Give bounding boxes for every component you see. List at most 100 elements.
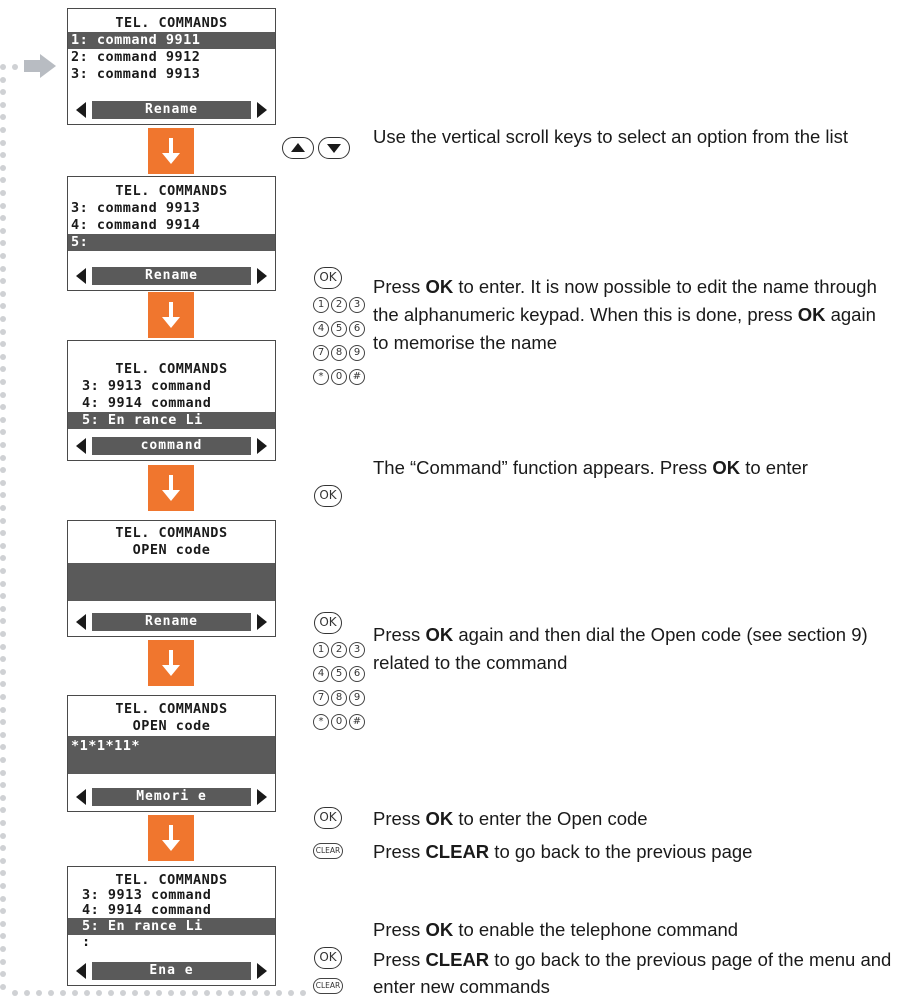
flow-dot	[0, 933, 6, 940]
softkey-right-arrow-icon	[257, 614, 267, 630]
flow-dot	[0, 857, 6, 864]
keypad-key-icon: 3	[349, 297, 365, 313]
flow-dot	[0, 76, 6, 83]
flow-dot	[0, 706, 6, 713]
flow-dot	[0, 454, 6, 461]
lcd-subtitle: OPEN code	[132, 542, 211, 558]
ok-key-icon: OK	[314, 947, 342, 969]
lcd-row: 4: 9914 command	[82, 902, 212, 918]
softkey-right-arrow-icon	[257, 438, 267, 454]
lcd-row: 3: 9913 command	[82, 378, 212, 394]
instruction-enter-open-code: Press OK to enter the Open code	[373, 805, 893, 833]
softkey-left-arrow-icon	[76, 963, 86, 979]
flow-dot	[0, 744, 6, 751]
flow-dot	[24, 990, 30, 996]
instruction-text: again and then dial the Open code (see s…	[373, 624, 868, 673]
keypad-key-icon: 6	[349, 321, 365, 337]
instruction-edit-name: Press OK to enter. It is now possible to…	[373, 273, 893, 357]
scroll-up-key-icon	[282, 137, 314, 159]
lcd-subtitle: OPEN code	[132, 718, 211, 734]
flow-dot	[0, 656, 6, 663]
lcd-row: 3: command 9913	[71, 200, 201, 216]
flow-dot	[0, 832, 6, 839]
keypad-key-icon: 8	[331, 345, 347, 361]
flow-entry-arrow	[24, 54, 58, 78]
step-down-arrow-icon	[148, 815, 194, 861]
flow-dot	[0, 807, 6, 814]
flow-dot	[0, 290, 6, 297]
lcd-row: 3: command 9913	[71, 66, 201, 82]
flow-dot	[0, 983, 6, 990]
instruction-dial-open-code: Press OK again and then dial the Open co…	[373, 621, 893, 677]
instruction-text: The “Command” function appears. Press	[373, 457, 713, 478]
flow-dot	[0, 568, 6, 574]
scroll-down-key-icon	[318, 137, 350, 159]
flow-dot	[264, 990, 270, 996]
softkey-left-arrow-icon	[76, 268, 86, 284]
keypad-key-icon: 1	[313, 642, 329, 658]
flow-dot	[240, 990, 246, 996]
flow-dot	[252, 990, 258, 996]
lcd-row-selected: 5:	[68, 234, 275, 251]
flow-dot	[0, 505, 6, 511]
softkey-right-arrow-icon	[257, 102, 267, 118]
flow-dot	[276, 990, 282, 996]
flow-dot	[0, 341, 6, 348]
softkey-right-arrow-icon	[257, 963, 267, 979]
flow-dot	[0, 177, 6, 184]
softkey-label: command	[92, 437, 251, 455]
flow-dot	[180, 990, 186, 996]
flow-dot	[0, 681, 6, 688]
lcd-screen-5: TEL. COMMANDS OPEN code *1*1*11* Memori …	[67, 695, 276, 812]
flow-dot	[204, 990, 210, 996]
ok-key-icon: OK	[314, 485, 342, 507]
instruction-text: to enter	[740, 457, 808, 478]
instruction-text: Use the vertical scroll keys to select a…	[373, 126, 849, 147]
softkey-right-arrow-icon	[257, 268, 267, 284]
flow-dot	[0, 240, 6, 247]
lcd-screen-3: TEL. COMMANDS 3: 9913 command 4: 9914 co…	[67, 340, 276, 461]
flow-dot	[0, 694, 6, 700]
entry-arrow-head	[40, 54, 56, 78]
flow-dot	[96, 990, 102, 996]
flow-dot	[0, 64, 6, 70]
flow-dot	[0, 127, 6, 133]
flow-dot	[216, 990, 222, 996]
flow-dot	[0, 757, 6, 763]
ok-key-icon: OK	[314, 612, 342, 634]
flow-dot	[0, 920, 6, 927]
lcd-screen-1: TEL. COMMANDS 1: command 9911 2: command…	[67, 8, 276, 125]
flow-dot	[0, 164, 6, 171]
flow-dot	[156, 990, 162, 996]
instruction-text: Press	[373, 808, 426, 829]
flow-dot	[0, 139, 6, 146]
lcd-title: TEL. COMMANDS	[115, 15, 228, 31]
flow-dot	[0, 643, 6, 650]
keypad-key-icon: 4	[313, 666, 329, 682]
instruction-text: to go back to the previous page of the m…	[373, 949, 892, 997]
keypad-key-icon: #	[349, 369, 365, 385]
instruction-scroll: Use the vertical scroll keys to select a…	[373, 123, 893, 151]
flow-dot	[0, 416, 6, 423]
flow-dot	[144, 990, 150, 996]
step-down-arrow-icon	[148, 640, 194, 686]
flow-dot	[12, 64, 18, 70]
instruction-text: Press	[373, 276, 426, 297]
flow-dot	[0, 668, 6, 675]
softkey-label: Memori e	[92, 788, 251, 806]
softkey-left-arrow-icon	[76, 614, 86, 630]
instruction-text: Press	[373, 949, 426, 970]
flow-dot	[0, 555, 6, 562]
flow-dot	[0, 782, 6, 789]
flow-dot	[0, 190, 6, 196]
keypad-key-icon: 7	[313, 690, 329, 706]
lcd-title: TEL. COMMANDS	[115, 183, 228, 199]
softkey-left-arrow-icon	[76, 102, 86, 118]
lcd-softkey-bar: Rename	[74, 613, 269, 631]
lcd-row-selected: 1: command 9911	[68, 32, 275, 49]
flow-dot	[0, 215, 6, 222]
lcd-screen-2: TEL. COMMANDS 3: command 9913 4: command…	[67, 176, 276, 291]
flow-dot	[0, 580, 6, 587]
